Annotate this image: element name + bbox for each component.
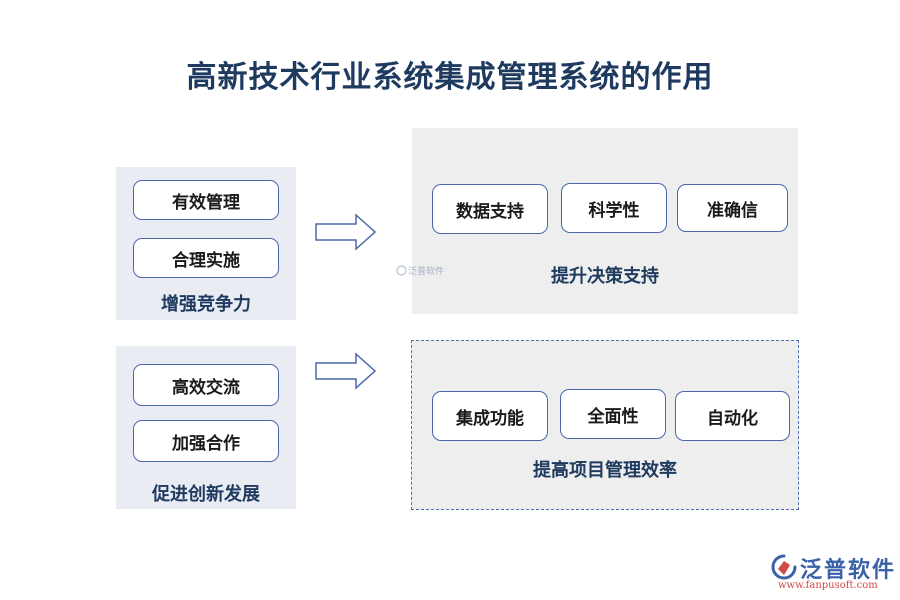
pill-integration-function: 集成功能 xyxy=(432,391,548,441)
caption-decision-support: 提升决策支持 xyxy=(551,266,659,287)
pill-automation: 自动化 xyxy=(675,391,790,441)
caption-project-efficiency: 提高项目管理效率 xyxy=(533,460,677,481)
arrow-right-icon xyxy=(315,213,377,251)
brand-name: 泛普软件 xyxy=(800,558,897,583)
caption-innovation: 促进创新发展 xyxy=(152,484,260,505)
pill-data-support: 数据支持 xyxy=(432,184,548,234)
brand-url: www.fanpusoft.com xyxy=(778,580,878,591)
pill-scientific: 科学性 xyxy=(561,183,667,233)
watermark: 泛普软件 xyxy=(408,267,445,277)
caption-competitiveness: 增强竞争力 xyxy=(161,294,251,315)
pill-efficient-communication: 高效交流 xyxy=(133,364,279,406)
pill-effective-management: 有效管理 xyxy=(133,180,279,220)
arrow-right-icon xyxy=(315,352,377,390)
pill-reasonable-implementation: 合理实施 xyxy=(133,238,279,278)
watermark-logo-icon xyxy=(396,265,407,276)
pill-comprehensiveness: 全面性 xyxy=(560,389,666,439)
brand-logo-icon xyxy=(771,554,797,580)
pill-accuracy: 准确信 xyxy=(677,184,788,232)
pill-strengthen-cooperation: 加强合作 xyxy=(133,420,279,462)
page-title: 高新技术行业系统集成管理系统的作用 xyxy=(186,60,714,95)
